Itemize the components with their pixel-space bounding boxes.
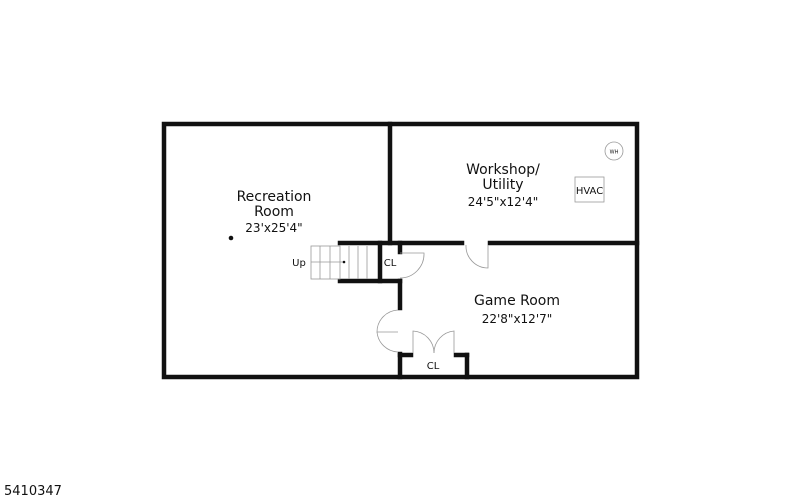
water-heater-icon: [604, 141, 624, 161]
stairs: [310, 245, 368, 280]
stairs-up-label: Up: [292, 258, 306, 269]
doors: [376, 244, 489, 354]
listing-id: 5410347: [4, 484, 62, 499]
hvac-label: HVAC: [576, 186, 603, 197]
room-dimensions-game-room: 22'8"x12'7": [482, 312, 553, 326]
room-dimensions-workshop: 24'5"x12'4": [468, 195, 539, 209]
room-name-recreation: Recreation: [237, 189, 312, 205]
room-name-workshop-2: Utility: [482, 177, 523, 193]
room-name-game-room: Game Room: [474, 293, 560, 309]
interior-walls: [337, 121, 640, 380]
closet-label-game-room: CL: [427, 361, 440, 372]
closet-label-stair: CL: [384, 258, 397, 269]
stairs-arrow-icon: [342, 260, 346, 264]
room-name-workshop: Workshop/: [466, 162, 540, 178]
room-dimensions-recreation: 23'x25'4": [245, 221, 302, 235]
hvac-icon: [574, 176, 605, 203]
water-heater-label: WH: [610, 150, 619, 156]
room-name-recreation-2: Room: [254, 204, 294, 220]
column-marker-icon: [228, 235, 234, 241]
